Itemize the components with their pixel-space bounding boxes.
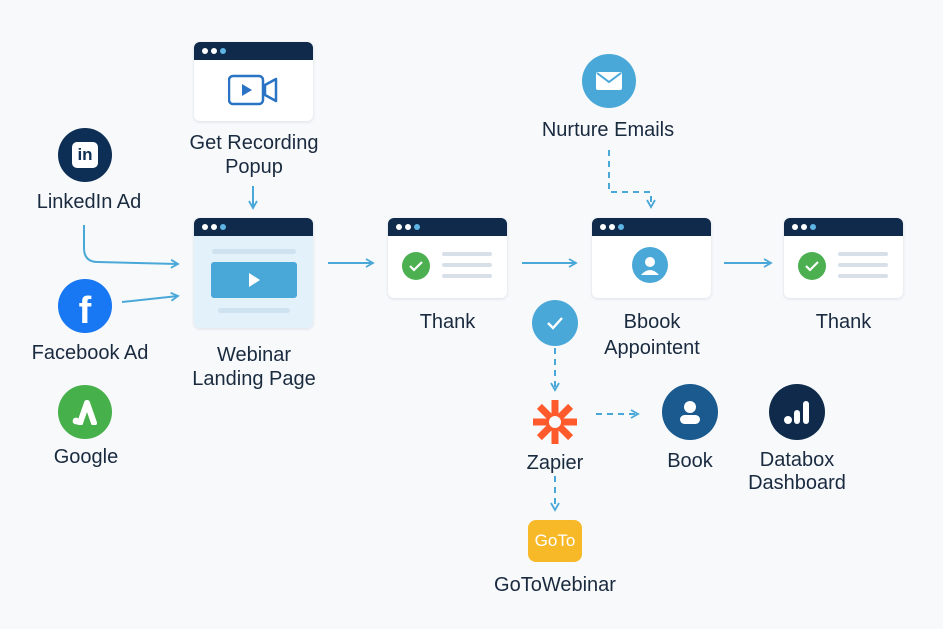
arrow-nurture-to-appointment xyxy=(608,150,656,209)
thank-label-2: Thank xyxy=(815,311,872,333)
linkedin-icon: in xyxy=(58,128,112,182)
user-icon xyxy=(662,384,718,440)
nurture-emails-label: Nurture Emails xyxy=(541,119,675,141)
facebook-ad-label: Facebook Ad xyxy=(31,342,149,364)
checkmark-icon xyxy=(402,252,430,280)
databox-label-line1: Databox xyxy=(759,449,835,471)
webinar-landing-label-line1: Webinar xyxy=(216,344,292,366)
arrow-linkedin-to-landing xyxy=(83,225,180,269)
webinar-landing-label-line2: Landing Page xyxy=(192,368,316,390)
google-label: Google xyxy=(53,446,119,468)
arrow-facebook-to-landing xyxy=(121,291,180,303)
google-ads-icon xyxy=(58,385,112,439)
thank-you-window-1 xyxy=(388,218,507,298)
facebook-icon: f xyxy=(58,279,112,333)
gotowebinar-logo-icon: GoTo xyxy=(528,520,582,562)
book-appointment-window xyxy=(592,218,711,298)
bar-chart-icon xyxy=(769,384,825,440)
envelope-icon xyxy=(582,54,636,108)
gotowebinar-label: GoToWebinar xyxy=(494,574,616,596)
video-player xyxy=(211,262,297,298)
book-appointment-label-line2: Appointent xyxy=(604,337,700,359)
play-icon xyxy=(249,273,260,287)
webinar-landing-page-window xyxy=(194,218,313,328)
thank-you-window-2 xyxy=(784,218,903,298)
get-recording-popup-label-line1: Get Recording xyxy=(189,132,319,154)
thank-label-1: Thank xyxy=(419,311,476,333)
get-recording-popup-window xyxy=(194,42,313,121)
video-camera-icon xyxy=(227,74,280,111)
checkmark-icon xyxy=(798,252,826,280)
zapier-asterisk-icon xyxy=(531,398,579,451)
checkmark-icon xyxy=(532,300,578,346)
databox-label-line2: Dashboard xyxy=(748,472,846,494)
linkedin-ad-label: LinkedIn Ad xyxy=(36,191,142,213)
book-label: Book xyxy=(667,450,713,472)
book-appointment-label-line1: Bbook xyxy=(623,311,681,333)
get-recording-popup-label-line2: Popup xyxy=(225,156,283,178)
zapier-label: Zapier xyxy=(526,452,584,474)
user-icon xyxy=(632,247,668,283)
